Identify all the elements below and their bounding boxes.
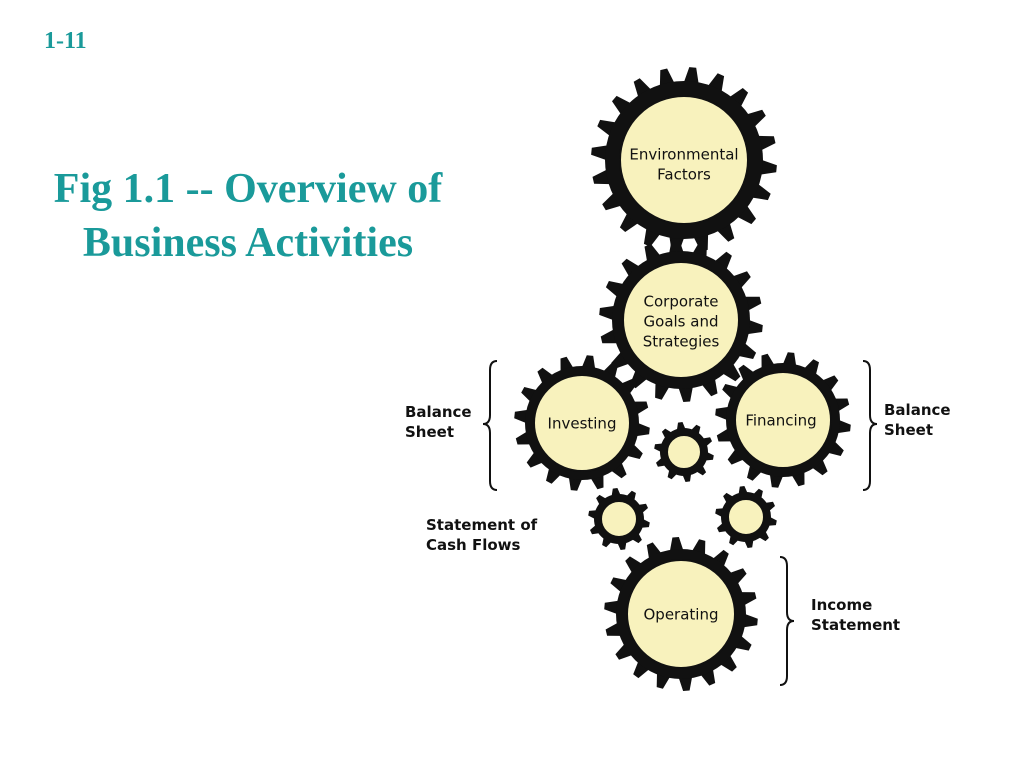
label-statement-of-cash-flows: Cash Flows xyxy=(426,536,521,554)
gear-small-left xyxy=(588,488,650,550)
gear-label: Operating xyxy=(644,606,719,624)
gear-small-center xyxy=(654,422,714,482)
gear-face xyxy=(734,371,832,469)
gear-face xyxy=(666,434,702,470)
label-income-statement: Statement xyxy=(811,616,900,634)
label-balance-sheet-right: Balance xyxy=(884,401,951,419)
title-line-1: Fig 1.1 -- Overview of xyxy=(53,166,443,212)
title-line-2: Business Activities xyxy=(82,220,414,266)
brace-left-balance-sheet xyxy=(482,360,498,491)
gear-label: Corporate xyxy=(644,293,719,311)
label-balance-sheet-right: Sheet xyxy=(884,421,933,439)
gear-face xyxy=(626,559,736,669)
gear-face xyxy=(727,498,765,536)
label-balance-sheet-left: Balance xyxy=(405,403,472,421)
gear-operating: Operating xyxy=(604,537,758,691)
brace-right-balance-sheet xyxy=(862,360,878,491)
brace-income-statement xyxy=(779,556,795,686)
gear-face xyxy=(622,261,740,379)
gear-label: Goals and xyxy=(644,313,719,331)
slide-title: Fig 1.1 -- Overview of Business Activiti… xyxy=(18,162,478,270)
label-income-statement: Income xyxy=(811,596,872,614)
gear-label: Environmental xyxy=(629,146,738,164)
gear-label: Investing xyxy=(548,415,617,433)
gear-label: Financing xyxy=(745,412,816,430)
gear-small-right xyxy=(715,486,777,548)
gear-financing: Financing xyxy=(715,352,851,488)
gear-corporate-goals: Corporate Goals and Strategies xyxy=(599,238,763,402)
gear-label: Strategies xyxy=(643,333,720,351)
gear-label: Factors xyxy=(657,166,711,184)
gear-face xyxy=(619,95,749,225)
gear-investing: Investing xyxy=(514,355,650,491)
label-statement-of-cash-flows: Statement of xyxy=(426,516,538,534)
slide-number: 1-11 xyxy=(44,28,87,54)
gear-environmental-factors: Environmental Factors xyxy=(591,67,777,253)
gear-face xyxy=(600,500,638,538)
label-balance-sheet-left: Sheet xyxy=(405,423,454,441)
gear-face xyxy=(533,374,631,472)
